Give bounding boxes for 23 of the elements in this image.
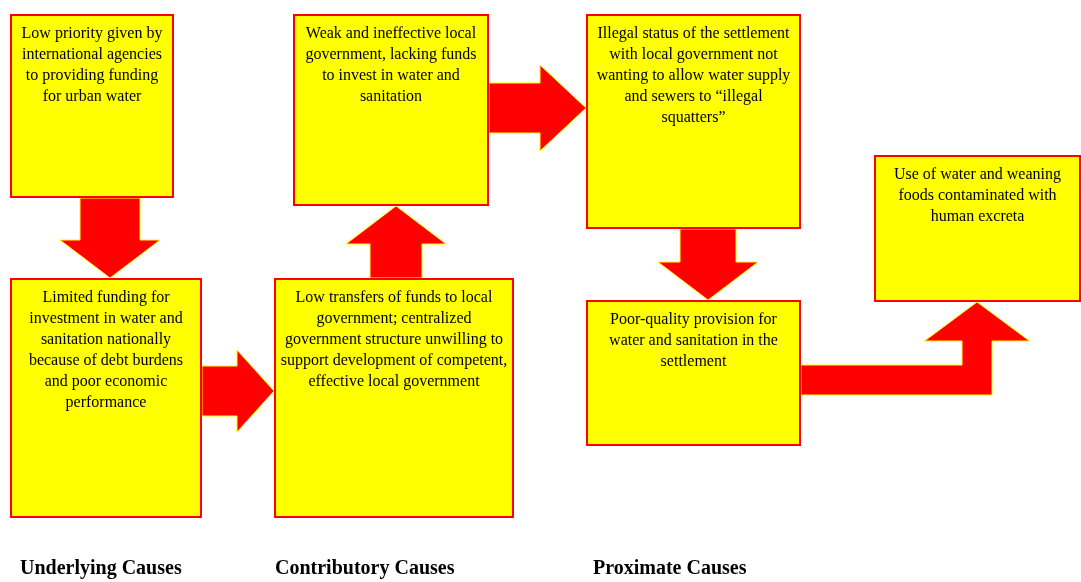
block-arrow [657,228,759,301]
cause-box [274,278,514,518]
cause-text: Weak and ineffective local government, lacking funds to invest in water and sanitation [304,23,478,106]
cause-text: Use of water and weaning foods contaminated with human excreta [892,164,1062,226]
cause-text: Low transfers of funds to local government; centralized government structure unwilling to support development of competent, effective local government [280,287,508,391]
cause-text: Low priority given by international agencies to providing funding for urban water [20,23,164,106]
column-heading: Proximate Causes [593,556,747,579]
block-arrow [488,64,587,152]
column-heading: Underlying Causes [20,556,182,579]
block-arrow [800,301,1030,396]
block-arrow [59,197,161,279]
column-heading: Contributory Causes [275,556,455,579]
cause-box [10,278,202,518]
cause-box [586,300,801,446]
cause-box [293,14,489,206]
cause-box [10,14,174,198]
block-arrow [345,205,447,279]
cause-text: Limited funding for investment in water and sanitation nationally because of debt burdens and poor economic performance [27,287,185,412]
block-arrow [201,349,275,433]
cause-box [586,14,801,229]
cause-box [874,155,1081,302]
cause-text: Illegal status of the settlement with local government not wanting to allow water supply and sewers to “illegal squatters” [595,23,792,127]
cause-text: Poor-quality provision for water and sanitation in the settlement [608,309,779,371]
